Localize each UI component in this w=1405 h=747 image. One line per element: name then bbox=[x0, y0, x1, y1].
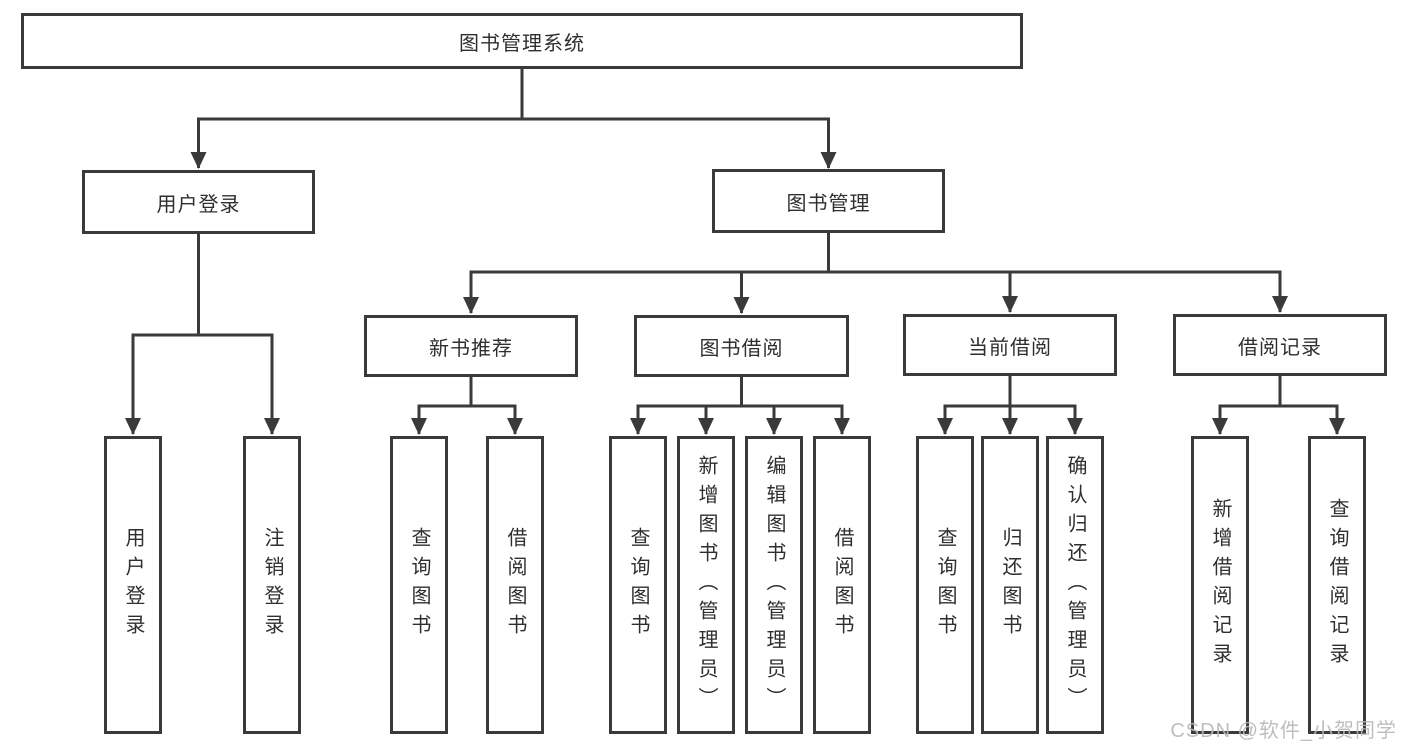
leaf-borrow-edit-book: 编辑图书（管理员） bbox=[745, 436, 803, 734]
leaf-rec-query-book-label: 查询图书 bbox=[408, 527, 430, 643]
leaf-rec-borrow-book: 借阅图书 bbox=[486, 436, 544, 734]
csdn-watermark: CSDN @软件_小贺同学 bbox=[1170, 720, 1397, 742]
leaf-current-return-book-label: 归还图书 bbox=[999, 527, 1021, 643]
leaf-record-query-record: 查询借阅记录 bbox=[1308, 436, 1366, 734]
node-book-borrow: 图书借阅 bbox=[634, 315, 849, 377]
leaf-borrow-query-book: 查询图书 bbox=[609, 436, 667, 734]
leaf-record-add-record: 新增借阅记录 bbox=[1191, 436, 1249, 734]
node-new-book-recommend: 新书推荐 bbox=[364, 315, 578, 377]
leaf-borrow-borrow-book-label: 借阅图书 bbox=[831, 527, 853, 643]
leaf-record-query-record-label: 查询借阅记录 bbox=[1326, 498, 1348, 672]
leaf-borrow-add-book: 新增图书（管理员） bbox=[677, 436, 735, 734]
leaf-current-query-book: 查询图书 bbox=[916, 436, 974, 734]
leaf-logout-login: 注销登录 bbox=[243, 436, 301, 734]
leaf-rec-borrow-book-label: 借阅图书 bbox=[504, 527, 526, 643]
node-current-borrow: 当前借阅 bbox=[903, 314, 1117, 376]
leaf-current-return-book: 归还图书 bbox=[981, 436, 1039, 734]
node-root: 图书管理系统 bbox=[21, 13, 1023, 69]
leaf-rec-query-book: 查询图书 bbox=[390, 436, 448, 734]
leaf-current-confirm-return-label: 确认归还（管理员） bbox=[1064, 454, 1086, 716]
node-user-login-group: 用户登录 bbox=[82, 170, 315, 234]
node-borrow-record: 借阅记录 bbox=[1173, 314, 1387, 376]
leaf-current-query-book-label: 查询图书 bbox=[934, 527, 956, 643]
leaf-borrow-edit-book-label: 编辑图书（管理员） bbox=[763, 454, 785, 716]
leaf-borrow-query-book-label: 查询图书 bbox=[627, 527, 649, 643]
leaf-borrow-add-book-label: 新增图书（管理员） bbox=[695, 454, 717, 716]
leaf-user-login: 用户登录 bbox=[104, 436, 162, 734]
leaf-record-add-record-label: 新增借阅记录 bbox=[1209, 498, 1231, 672]
leaf-borrow-borrow-book: 借阅图书 bbox=[813, 436, 871, 734]
leaf-current-confirm-return: 确认归还（管理员） bbox=[1046, 436, 1104, 734]
leaf-logout-login-label: 注销登录 bbox=[261, 527, 283, 643]
leaf-user-login-label: 用户登录 bbox=[122, 527, 144, 643]
node-book-management: 图书管理 bbox=[712, 169, 945, 233]
